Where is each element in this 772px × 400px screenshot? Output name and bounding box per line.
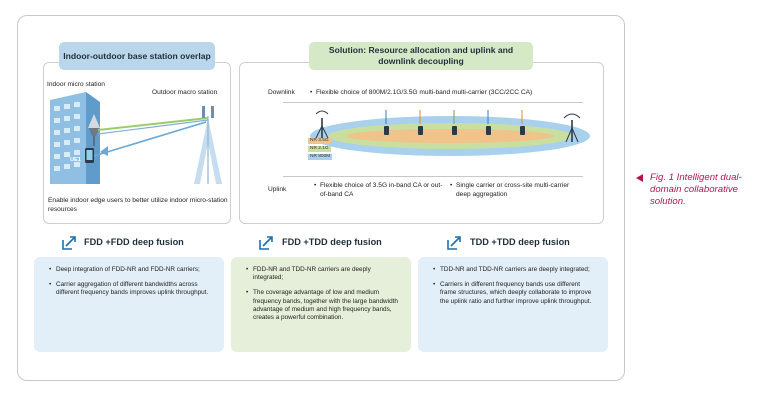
fusion-bullet: The coverage advantage of low and medium… — [246, 289, 401, 322]
uplink-option-2: Single carrier or cross-site multi-carri… — [450, 182, 576, 199]
indoor-station-label: Indoor micro station — [47, 81, 105, 88]
device-icon — [452, 110, 457, 135]
fusion-title: TDD +TDD deep fusion — [470, 237, 570, 247]
downlink-description: Flexible choice of 800M/2.1G/3.5G multi-… — [310, 89, 596, 98]
device-icon — [418, 110, 423, 135]
fusion-title: FDD +FDD deep fusion — [84, 237, 184, 247]
phone-icon — [85, 148, 94, 163]
band-label: NR 3.5G — [308, 138, 331, 144]
uplink-label: Uplink — [268, 186, 287, 193]
left-tower-icon — [315, 110, 329, 139]
fusion-bullet: Carrier aggregation of different bandwid… — [49, 281, 214, 297]
fusion-bullet: Deep integration of FDD-NR and FDD-NR ca… — [49, 266, 214, 274]
building-icon — [50, 92, 100, 184]
expand-arrow-icon — [62, 236, 76, 250]
fusion-title: FDD +TDD deep fusion — [282, 237, 382, 247]
fusion-card-tdd-tdd: TDD-NR and TDD-NR carriers are deeply in… — [418, 257, 608, 352]
expand-arrow-icon — [259, 236, 273, 250]
figure-caption: Fig. 1 Intelligent dual-domain collabora… — [650, 172, 742, 207]
device-icon — [520, 110, 525, 135]
ue-label: UE1 — [70, 157, 81, 163]
device-icon — [384, 110, 389, 135]
device-icon — [486, 110, 491, 135]
fusion-bullet: TDD-NR and TDD-NR carriers are deeply in… — [433, 266, 598, 274]
fusion-bullet: FDD-NR and TDD-NR carriers are deeply in… — [246, 266, 401, 282]
uplink-divider — [283, 176, 583, 177]
band-coverage-illustration — [310, 110, 590, 156]
micro-station-icon — [88, 114, 100, 146]
fusion-card-fdd-fdd: Deep integration of FDD-NR and FDD-NR ca… — [34, 257, 224, 352]
caption-pointer-icon — [636, 174, 643, 182]
band-label: NR 2.1G — [308, 146, 331, 152]
station-overlap-illustration — [50, 92, 222, 184]
expand-arrow-icon — [447, 236, 461, 250]
outdoor-station-label: Outdoor macro station — [152, 89, 218, 96]
downlink-label: Downlink — [268, 89, 295, 96]
overlap-panel-title: Indoor-outdoor base station overlap — [59, 42, 215, 70]
overlap-caption: Enable indoor edge users to better utili… — [48, 197, 228, 213]
signal-beam — [97, 117, 209, 131]
macro-tower-icon — [194, 106, 222, 184]
band-label: NR 800M — [308, 154, 333, 160]
downlink-divider — [283, 102, 583, 103]
fusion-card-fdd-tdd: FDD-NR and TDD-NR carriers are deeply in… — [231, 257, 411, 352]
solution-panel-title: Solution: Resource allocation and uplink… — [309, 42, 533, 70]
right-tower-icon — [563, 113, 581, 143]
uplink-option-1: Flexible choice of 3.5G in-band CA or ou… — [314, 182, 446, 199]
signal-beam — [93, 121, 207, 157]
fusion-bullet: Carriers in different frequency bands us… — [433, 281, 598, 306]
